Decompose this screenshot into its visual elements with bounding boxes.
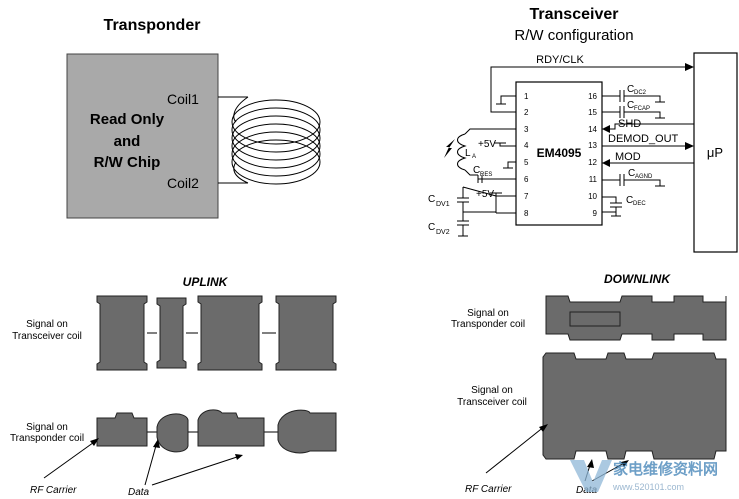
downlink-transponder-label-1: Signal on bbox=[467, 308, 509, 319]
downlink-transponder-label-2: Transponder coil bbox=[451, 319, 525, 330]
uplink-data-arrow-2 bbox=[151, 455, 241, 486]
svg-text:C: C bbox=[473, 165, 480, 176]
svg-text:C: C bbox=[626, 195, 633, 206]
svg-text:C: C bbox=[428, 194, 435, 205]
svg-text:DEC: DEC bbox=[633, 201, 646, 207]
antenna-coil bbox=[231, 96, 321, 185]
demod-arrow bbox=[685, 142, 694, 150]
watermark: 家电维修资料网 www.520101.com bbox=[570, 460, 718, 492]
uplink-data-arrow-1 bbox=[144, 441, 158, 486]
pin-3: 3 bbox=[524, 125, 529, 134]
vcc-label-1: +5V bbox=[478, 139, 496, 150]
microprocessor-box bbox=[693, 52, 738, 253]
pin-4: 4 bbox=[524, 141, 529, 150]
downlink-transponder-gap bbox=[569, 311, 621, 327]
pin1-ground bbox=[496, 95, 516, 105]
uplink-transceiver-signal bbox=[96, 295, 337, 371]
svg-text:DV2: DV2 bbox=[436, 229, 450, 236]
chip-label-line1: Read Only bbox=[90, 111, 165, 128]
uplink-data-label: Data bbox=[128, 487, 150, 498]
svg-text:DC2: DC2 bbox=[634, 90, 647, 96]
pin5-ground bbox=[503, 161, 516, 169]
uplink-title: UPLINK bbox=[183, 275, 229, 289]
pin-8: 8 bbox=[524, 209, 529, 218]
svg-text:C: C bbox=[628, 168, 635, 179]
rdy-clk-label: RDY/CLK bbox=[536, 54, 584, 66]
coil2-label: Coil2 bbox=[167, 175, 199, 191]
svg-text:C: C bbox=[627, 100, 634, 111]
pin-13: 13 bbox=[588, 141, 597, 150]
mod-arrow bbox=[602, 159, 610, 167]
downlink-rf-label: RF Carrier bbox=[465, 484, 512, 495]
svg-text:C: C bbox=[428, 222, 435, 233]
em4095-label: EM4095 bbox=[537, 146, 582, 160]
downlink-rf-arrow-line bbox=[485, 425, 546, 474]
uplink-transceiver-label-1: Signal on bbox=[26, 319, 68, 330]
uplink-rf-arrow-line bbox=[43, 439, 98, 479]
cagnd-capacitor: C AGND bbox=[602, 168, 665, 187]
pin-9: 9 bbox=[593, 209, 598, 218]
downlink-transceiver-label-1: Signal on bbox=[471, 385, 513, 396]
downlink-transceiver-label-2: Transceiver coil bbox=[457, 397, 527, 408]
rdy-clk-arrow bbox=[685, 63, 694, 71]
shd-label: SHD bbox=[618, 118, 641, 130]
coil1-label: Coil1 bbox=[167, 91, 199, 107]
pin-2: 2 bbox=[524, 108, 529, 117]
uplink-transponder-label-1: Signal on bbox=[26, 422, 68, 433]
em4095-chip bbox=[515, 81, 603, 226]
chip-label-line2: and bbox=[114, 133, 141, 150]
transceiver-title: Transceiver bbox=[530, 6, 619, 23]
pin-10: 10 bbox=[588, 192, 597, 201]
svg-text:AGND: AGND bbox=[635, 174, 653, 180]
rdy-clk-wire bbox=[490, 66, 686, 113]
svg-text:FCAP: FCAP bbox=[634, 106, 650, 112]
la-antenna-coil: L A bbox=[457, 128, 516, 176]
transponder-title: Transponder bbox=[104, 17, 201, 34]
svg-text:A: A bbox=[472, 154, 476, 160]
vcc-pin4 bbox=[494, 142, 516, 147]
cdv-capacitors: C DV1 C DV2 bbox=[428, 186, 497, 237]
uplink-transceiver-label-2: Transceiver coil bbox=[12, 331, 82, 342]
pin-5: 5 bbox=[524, 158, 529, 167]
pin-7: 7 bbox=[524, 192, 529, 201]
svg-text:DV1: DV1 bbox=[436, 201, 450, 208]
pin-1: 1 bbox=[524, 92, 529, 101]
watermark-text: 家电维修资料网 bbox=[613, 460, 718, 478]
svg-text:RES: RES bbox=[480, 172, 492, 178]
downlink-transponder-signal bbox=[545, 295, 727, 341]
vcc-label-2: +5V bbox=[476, 189, 494, 200]
demod-label: DEMOD_OUT bbox=[608, 133, 679, 145]
watermark-url: www.520101.com bbox=[612, 482, 684, 492]
transponder-chip-box bbox=[66, 53, 219, 219]
rf-field-icon bbox=[444, 139, 455, 158]
downlink-transceiver-signal bbox=[542, 352, 727, 460]
shd-wire bbox=[602, 123, 694, 130]
pin-11: 11 bbox=[589, 175, 598, 184]
pin-15: 15 bbox=[588, 108, 597, 117]
left-pin-numbers: 1 2 3 4 5 6 7 8 bbox=[524, 92, 529, 218]
mod-label: MOD bbox=[615, 151, 641, 163]
shd-arrow bbox=[602, 125, 610, 133]
uplink-rf-arrowhead bbox=[90, 438, 99, 446]
pin-16: 16 bbox=[588, 92, 597, 101]
transceiver-subtitle: R/W configuration bbox=[514, 27, 633, 44]
cdec-capacitor: C DEC bbox=[602, 195, 646, 217]
right-pin-numbers: 16 15 14 13 12 11 10 9 bbox=[588, 92, 597, 218]
cres-capacitor: C RES bbox=[473, 165, 516, 183]
pin-12: 12 bbox=[588, 158, 597, 167]
pin-6: 6 bbox=[524, 175, 529, 184]
svg-text:C: C bbox=[627, 84, 634, 95]
svg-text:L: L bbox=[465, 148, 471, 159]
watermark-logo-icon bbox=[570, 460, 612, 492]
cdc2-capacitor: C DC2 bbox=[602, 84, 665, 103]
chip-label-line3: R/W Chip bbox=[94, 154, 161, 171]
uplink-transponder-label-2: Transponder coil bbox=[10, 433, 84, 444]
downlink-title: DOWNLINK bbox=[604, 272, 671, 286]
uplink-rf-label: RF Carrier bbox=[30, 485, 77, 496]
cfcap-capacitor: C FCAP bbox=[602, 100, 665, 119]
pin-14: 14 bbox=[588, 125, 597, 134]
microprocessor-label: μP bbox=[707, 145, 723, 160]
uplink-transponder-signal bbox=[96, 409, 337, 454]
